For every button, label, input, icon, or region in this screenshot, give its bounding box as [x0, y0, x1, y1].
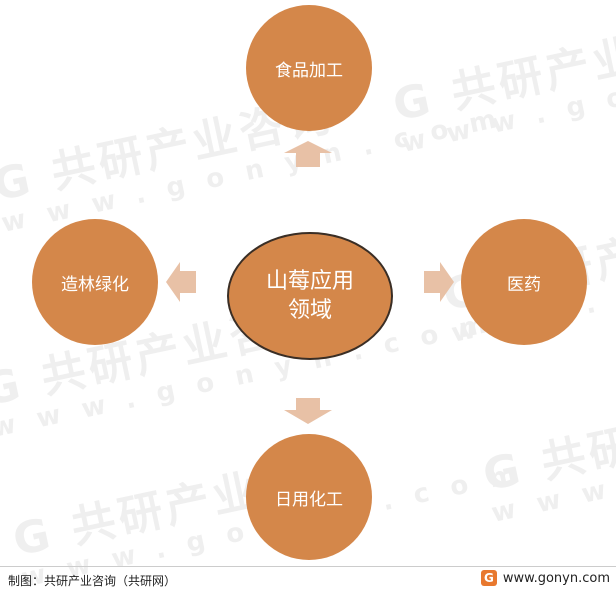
center-label-line1: 山莓应用	[265, 269, 354, 294]
node-label: 医药	[507, 274, 541, 295]
footer-site-url: www.gonyn.com	[502, 570, 610, 586]
watermark: G 共研产业咨询 www.gonyn.com	[388, 9, 616, 159]
footer-credit: 制图：共研产业咨询（共研网）	[8, 574, 177, 588]
node-food-processing: 食品加工	[246, 5, 372, 131]
node-label: 食品加工	[275, 60, 343, 81]
arrow-down-icon	[284, 398, 332, 424]
center-node: 山莓应用 领域	[227, 232, 393, 360]
center-label-line2: 领域	[287, 298, 332, 323]
footer-divider	[0, 566, 616, 567]
watermark: G 共研产业咨询 www.gonyn.com	[478, 379, 616, 529]
arrow-left-icon	[166, 262, 196, 302]
footer-site: G www.gonyn.com	[480, 570, 610, 586]
logo-icon: G	[480, 570, 497, 586]
node-label: 日用化工	[275, 489, 343, 510]
node-label: 造林绿化	[61, 274, 129, 295]
node-afforestation: 造林绿化	[32, 219, 158, 345]
arrow-right-icon	[424, 262, 454, 302]
node-medicine: 医药	[461, 219, 587, 345]
node-daily-chemical: 日用化工	[246, 434, 372, 560]
arrow-up-icon	[284, 141, 332, 167]
